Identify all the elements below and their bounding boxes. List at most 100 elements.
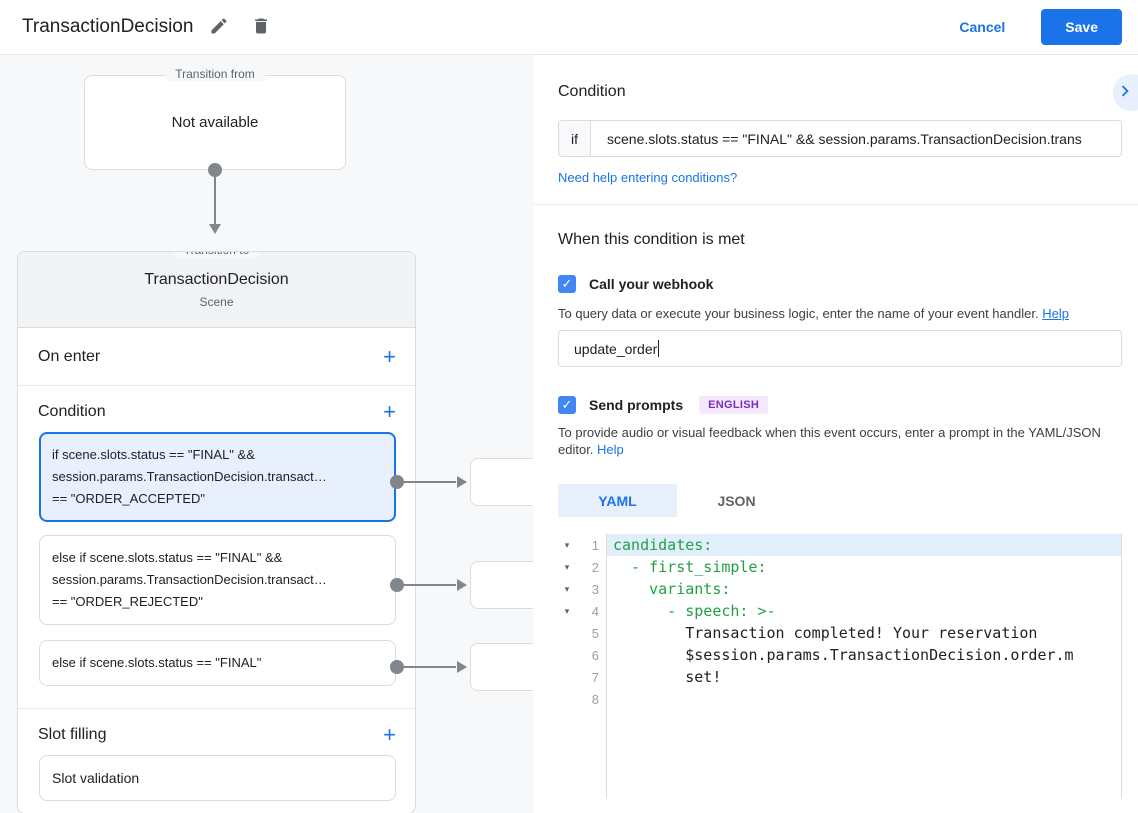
- code-line: variants:: [613, 580, 731, 598]
- arrow-right-icon: [457, 579, 467, 591]
- line-number: 2: [591, 559, 599, 575]
- transition-from-box: Transition from Not available: [84, 67, 346, 170]
- condition-expression-group: if scene.slots.status == "FINAL" && sess…: [558, 120, 1122, 157]
- fold-arrow-icon[interactable]: ▾: [564, 605, 570, 616]
- slot-validation-label: Slot validation: [52, 770, 140, 786]
- text-cursor: [658, 340, 660, 357]
- code-line: candidates:: [607, 534, 1121, 556]
- tab-yaml[interactable]: YAML: [558, 484, 677, 517]
- call-webhook-label: Call your webhook: [589, 276, 714, 292]
- line-number: 8: [591, 691, 599, 707]
- line-number: 6: [591, 647, 599, 663]
- condition-help-link[interactable]: Need help entering conditions?: [558, 170, 738, 185]
- connector-line: [214, 170, 216, 225]
- top-bar: TransactionDecision Cancel Save: [0, 0, 1138, 55]
- scene-name: TransactionDecision: [144, 270, 289, 288]
- line-number: 1: [591, 537, 599, 553]
- when-met-heading: When this condition is met: [558, 231, 745, 248]
- condition-text: session.params.TransactionDecision.trans…: [52, 572, 327, 587]
- condition-section-label: Condition: [38, 403, 106, 420]
- condition-text: if scene.slots.status == "FINAL" &&: [52, 447, 255, 462]
- line-number: 5: [591, 625, 599, 641]
- condition-item-1[interactable]: if scene.slots.status == "FINAL" && sess…: [39, 432, 396, 522]
- condition-text: == "ORDER_ACCEPTED": [52, 491, 205, 506]
- transition-target-node[interactable]: [470, 643, 533, 691]
- connector-dot: [390, 475, 404, 489]
- condition-item-3[interactable]: else if scene.slots.status == "FINAL": [39, 640, 396, 686]
- connector-line: [404, 666, 456, 668]
- scene-card-header: TransactionDecision Scene: [18, 252, 415, 328]
- edit-title-button[interactable]: [203, 10, 235, 45]
- collapse-panel-button[interactable]: [1113, 74, 1138, 111]
- delete-scene-button[interactable]: [245, 10, 277, 45]
- condition-text: session.params.TransactionDecision.trans…: [52, 469, 327, 484]
- transition-target-node[interactable]: [470, 561, 533, 609]
- on-enter-label: On enter: [38, 347, 101, 365]
- condition-text: else if scene.slots.status == "FINAL" &&: [52, 550, 283, 565]
- check-icon: ✓: [561, 276, 573, 291]
- slot-filling-section: Slot filling + Slot validation: [18, 709, 415, 813]
- call-webhook-checkbox[interactable]: ✓: [558, 275, 576, 293]
- fold-arrow-icon[interactable]: ▾: [564, 539, 570, 550]
- editor-format-tabs: YAML JSON: [558, 484, 1122, 517]
- code-line: set!: [613, 668, 722, 686]
- prompts-help-link[interactable]: Help: [597, 442, 624, 457]
- editor-gutter: ▾1 ▾2 ▾3 ▾4 5 6 7 8: [558, 533, 607, 799]
- cancel-button[interactable]: Cancel: [947, 11, 1017, 43]
- condition-detail-panel: Condition if scene.slots.status == "FINA…: [533, 55, 1138, 813]
- arrow-right-icon: [457, 661, 467, 673]
- editor-code-area[interactable]: candidates: - first_simple: variants: - …: [607, 533, 1121, 799]
- condition-text: == "ORDER_REJECTED": [52, 594, 203, 609]
- add-on-enter-button[interactable]: +: [383, 343, 396, 369]
- fold-arrow-icon[interactable]: ▾: [564, 561, 570, 572]
- arrow-right-icon: [457, 476, 467, 488]
- slot-filling-label: Slot filling: [38, 726, 107, 743]
- on-enter-section: On enter +: [18, 328, 415, 386]
- prompt-code-editor[interactable]: ▾1 ▾2 ▾3 ▾4 5 6 7 8 candidates: - first_…: [558, 533, 1122, 799]
- check-icon: ✓: [561, 397, 573, 412]
- chevron-right-icon: [1114, 80, 1136, 105]
- line-number: 4: [591, 603, 599, 619]
- connector-line: [404, 584, 456, 586]
- transition-to-card: Transition to TransactionDecision Scene …: [17, 251, 416, 813]
- condition-section: Condition + if scene.slots.status == "FI…: [18, 386, 415, 709]
- page-title: TransactionDecision: [22, 16, 194, 37]
- plus-icon: +: [383, 343, 396, 369]
- add-condition-button[interactable]: +: [383, 401, 396, 423]
- webhook-description: To query data or execute your business l…: [558, 305, 1122, 322]
- send-prompts-checkbox[interactable]: ✓: [558, 396, 576, 414]
- code-line: - speech: >-: [613, 602, 776, 620]
- section-divider: [533, 204, 1138, 205]
- code-line: - first_simple:: [613, 558, 767, 576]
- prompts-description: To provide audio or visual feedback when…: [558, 424, 1122, 458]
- line-number: 3: [591, 581, 599, 597]
- transition-target-node[interactable]: [470, 458, 533, 506]
- connector-dot: [390, 660, 404, 674]
- add-slot-button[interactable]: +: [383, 724, 396, 746]
- webhook-handler-input[interactable]: update_order: [558, 330, 1122, 367]
- webhook-handler-value: update_order: [574, 340, 658, 357]
- condition-item-2[interactable]: else if scene.slots.status == "FINAL" &&…: [39, 535, 396, 625]
- panel-heading: Condition: [558, 83, 626, 100]
- code-line: $session.params.TransactionDecision.orde…: [613, 646, 1074, 664]
- transition-from-legend: Transition from: [165, 67, 265, 81]
- tab-json[interactable]: JSON: [677, 484, 796, 517]
- webhook-help-link[interactable]: Help: [1042, 306, 1069, 321]
- slot-validation-item[interactable]: Slot validation: [39, 755, 396, 801]
- code-line: Transaction completed! Your reservation: [613, 624, 1038, 642]
- connector-dot: [390, 578, 404, 592]
- connector-line: [404, 481, 456, 483]
- scene-type-label: Scene: [199, 294, 234, 309]
- transition-to-legend: Transition to: [173, 252, 260, 257]
- top-actions: Cancel Save: [947, 9, 1122, 45]
- send-prompts-label: Send prompts: [589, 397, 684, 413]
- fold-arrow-icon[interactable]: ▾: [564, 583, 570, 594]
- scene-flow-canvas: Transition from Not available Transition…: [0, 55, 533, 813]
- if-prefix-label: if: [558, 120, 591, 157]
- condition-expression-input[interactable]: scene.slots.status == "FINAL" && session…: [591, 120, 1122, 157]
- arrow-down-icon: [209, 224, 221, 234]
- save-button[interactable]: Save: [1041, 9, 1122, 45]
- webhook-description-text: To query data or execute your business l…: [558, 306, 1039, 321]
- transition-from-content: Not available: [171, 114, 259, 131]
